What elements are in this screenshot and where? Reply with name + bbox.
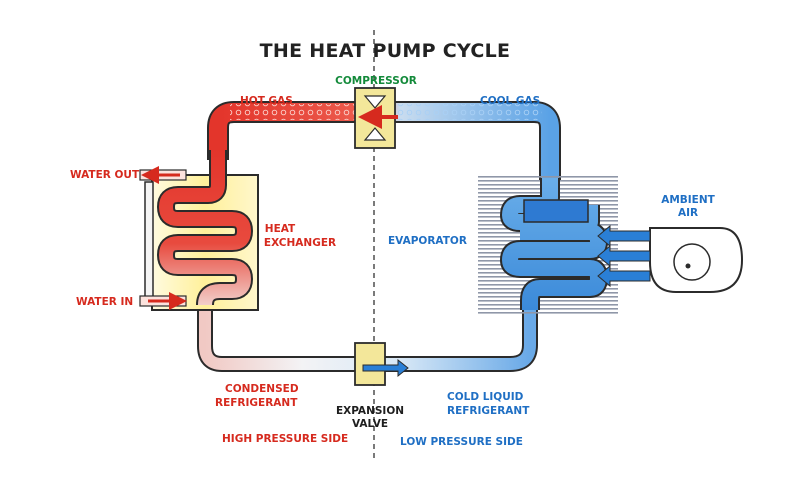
ambient-air-label-line1: AMBIENT — [661, 194, 715, 206]
hot-gas-label: HOT GAS — [240, 95, 293, 107]
air-arrows — [597, 224, 651, 288]
diagram-title: THE HEAT PUMP CYCLE — [260, 40, 511, 62]
expansion-valve-label-line2: VALVE — [352, 418, 388, 430]
water-in-pipe — [139, 292, 187, 310]
expansion-valve — [354, 342, 409, 386]
expansion-valve-label-line1: EXPANSION — [336, 405, 404, 417]
compressor-label: COMPRESSOR — [335, 75, 417, 87]
evaporator — [478, 175, 618, 315]
condensed-refrigerant-label-line1: CONDENSED — [225, 383, 299, 395]
high-pressure-side-label: HIGH PRESSURE SIDE — [222, 433, 348, 445]
cold-liquid-label-line2: REFRIGERANT — [447, 405, 530, 417]
heat-exchanger-label-line2: EXCHANGER — [264, 237, 336, 249]
water-out-label: WATER OUT — [70, 169, 140, 181]
heat-exchanger-label-line1: HEAT — [265, 223, 296, 235]
water-out-pipe — [139, 166, 187, 184]
condensed-refrigerant-label-line2: REFRIGERANT — [215, 397, 298, 409]
fan-unit — [597, 224, 744, 293]
low-pressure-side-label: LOW PRESSURE SIDE — [400, 436, 523, 448]
evaporator-label: EVAPORATOR — [388, 235, 467, 247]
water-in-label: WATER IN — [76, 296, 133, 308]
ambient-air-label-line2: AIR — [678, 207, 698, 219]
cool-gas-label: COOL GAS — [480, 95, 540, 107]
cold-liquid-label-line1: COLD LIQUID — [447, 391, 524, 403]
heat-exchanger — [144, 150, 259, 311]
compressor — [354, 87, 398, 149]
